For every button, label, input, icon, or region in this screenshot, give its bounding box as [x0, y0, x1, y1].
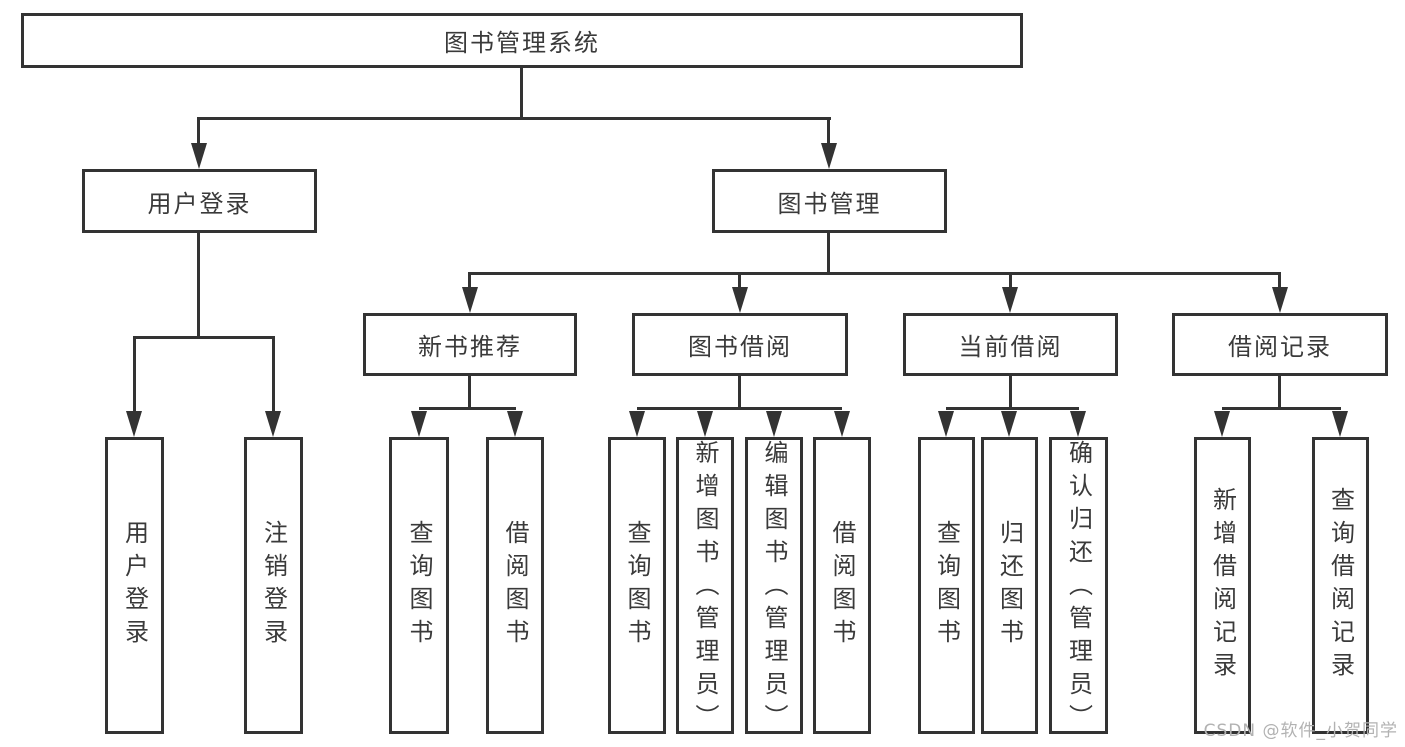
connector-root-stem — [520, 68, 523, 118]
connector-recommend-drop — [468, 272, 471, 289]
connector-records-bar — [1222, 407, 1341, 410]
node-book-management-label: 图书管理 — [777, 189, 882, 218]
leaf-query-books-current-label: 查询图书 — [932, 519, 961, 652]
connector-recommend-stem — [468, 376, 471, 408]
connector-records-drop — [1278, 272, 1281, 289]
arrow-down-icon — [126, 411, 142, 437]
node-book-management: 图书管理 — [712, 169, 947, 233]
leaf-confirm-return-admin-label: 确认归还（管理员） — [1064, 440, 1093, 737]
leaf-add-books-admin: 新增图书（管理员） — [676, 437, 734, 737]
arrow-down-icon — [507, 411, 523, 437]
connector-current-stem — [1009, 376, 1012, 408]
leaf-query-books-borrowing: 查询图书 — [608, 437, 666, 734]
node-library-system-label: 图书管理系统 — [444, 29, 600, 57]
leaf-return-books: 归还图书 — [981, 437, 1038, 734]
connector-current-drop — [1009, 272, 1012, 289]
leaf-query-books-current: 查询图书 — [918, 437, 975, 734]
leaf-edit-books-admin: 编辑图书（管理员） — [745, 437, 803, 737]
arrow-down-icon — [697, 411, 713, 437]
leaf-query-books-recommend-label: 查询图书 — [405, 519, 433, 652]
arrow-down-icon — [265, 411, 281, 437]
node-library-system: 图书管理系统 — [21, 13, 1023, 68]
leaf-borrow-books-recommend-label: 借阅图书 — [501, 519, 529, 652]
node-current-borrowing-label: 当前借阅 — [958, 333, 1063, 361]
leaf-return-books-label: 归还图书 — [995, 519, 1024, 652]
connector-book-mgmt-drop — [827, 117, 830, 145]
node-new-book-recommendation: 新书推荐 — [363, 313, 577, 376]
connector-current-bar — [946, 407, 1079, 410]
arrow-down-icon — [732, 287, 748, 313]
leaf-borrow-books-recommend: 借阅图书 — [486, 437, 544, 734]
connector-login-leaf-drop — [133, 336, 136, 414]
arrow-down-icon — [1214, 411, 1230, 437]
node-book-borrowing: 图书借阅 — [632, 313, 848, 376]
arrow-down-icon — [1272, 287, 1288, 313]
arrow-down-icon — [1332, 411, 1348, 437]
leaf-query-borrow-record-label: 查询借阅记录 — [1326, 486, 1355, 685]
leaf-borrow-books-borrowing: 借阅图书 — [813, 437, 871, 734]
connector-user-group-bar — [133, 336, 275, 339]
connector-mgmt-stem — [827, 233, 830, 275]
leaf-logout-login-label: 注销登录 — [259, 519, 288, 652]
leaf-confirm-return-admin: 确认归还（管理员） — [1049, 437, 1108, 737]
leaf-query-books-borrowing-label: 查询图书 — [623, 519, 651, 652]
leaf-edit-books-admin-label: 编辑图书（管理员） — [760, 440, 788, 737]
node-borrowing-records: 借阅记录 — [1172, 313, 1388, 376]
leaf-add-borrow-record-label: 新增借阅记录 — [1208, 486, 1237, 685]
node-user-login-label: 用户登录 — [147, 189, 252, 218]
connector-level2-bar — [197, 117, 831, 120]
connector-records-stem — [1278, 376, 1281, 408]
leaf-query-borrow-record: 查询借阅记录 — [1312, 437, 1369, 734]
arrow-down-icon — [1070, 411, 1086, 437]
node-user-login: 用户登录 — [82, 169, 317, 233]
node-book-borrowing-label: 图书借阅 — [688, 333, 792, 361]
connector-level3-bar — [468, 272, 1281, 275]
leaf-add-borrow-record: 新增借阅记录 — [1194, 437, 1251, 734]
node-new-book-recommendation-label: 新书推荐 — [418, 333, 522, 361]
connector-borrowing-drop — [738, 272, 741, 289]
csdn-watermark: CSDN @软件_小贺同学 — [1203, 721, 1398, 741]
arrow-down-icon — [766, 411, 782, 437]
arrow-down-icon — [462, 287, 478, 313]
connector-user-login-drop — [197, 117, 200, 145]
arrow-down-icon — [1001, 411, 1017, 437]
connector-borrowing-bar — [637, 407, 842, 410]
connector-user-group-stem — [197, 233, 200, 337]
leaf-borrow-books-borrowing-label: 借阅图书 — [828, 519, 856, 652]
arrow-down-icon — [1002, 287, 1018, 313]
arrow-down-icon — [191, 143, 207, 169]
leaf-user-login-label: 用户登录 — [120, 519, 149, 652]
arrow-down-icon — [834, 411, 850, 437]
arrow-down-icon — [629, 411, 645, 437]
connector-recommend-bar — [419, 407, 516, 410]
leaf-logout-login: 注销登录 — [244, 437, 303, 734]
node-borrowing-records-label: 借阅记录 — [1228, 333, 1332, 361]
leaf-user-login: 用户登录 — [105, 437, 164, 734]
arrow-down-icon — [938, 411, 954, 437]
leaf-add-books-admin-label: 新增图书（管理员） — [691, 440, 719, 737]
arrow-down-icon — [821, 143, 837, 169]
node-current-borrowing: 当前借阅 — [903, 313, 1118, 376]
connector-logout-leaf-drop — [272, 336, 275, 414]
arrow-down-icon — [411, 411, 427, 437]
connector-borrowing-stem — [738, 376, 741, 408]
leaf-query-books-recommend: 查询图书 — [389, 437, 449, 734]
